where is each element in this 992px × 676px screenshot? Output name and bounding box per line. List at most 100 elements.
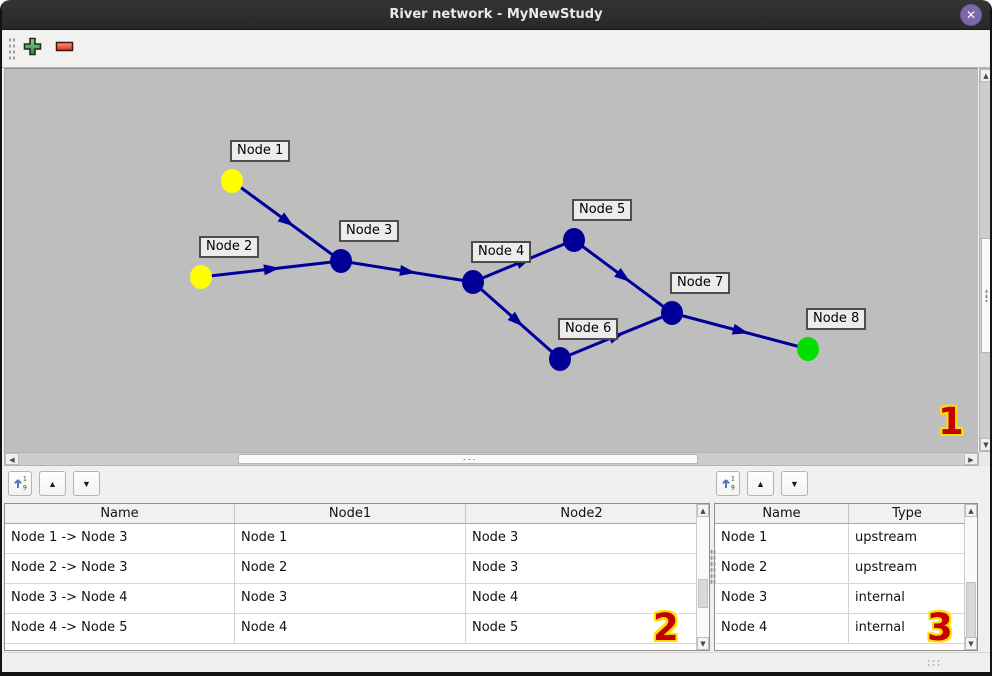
table-scroll-thumb[interactable]: [698, 579, 708, 608]
node-circle[interactable]: [797, 337, 819, 361]
column-header[interactable]: Node2: [466, 504, 698, 523]
node-label[interactable]: Node 1: [230, 140, 291, 162]
scroll-down-icon[interactable]: ▼: [965, 637, 977, 650]
node-circle[interactable]: [661, 301, 683, 325]
table-cell[interactable]: Node 4 -> Node 5: [5, 614, 235, 643]
minus-icon: [55, 37, 74, 59]
edges-table-scrollbar[interactable]: ▲ ▼: [696, 504, 709, 650]
scroll-up-icon[interactable]: ▲: [980, 69, 990, 82]
table-scroll-thumb[interactable]: [966, 582, 976, 641]
node-label[interactable]: Node 4: [471, 241, 532, 263]
thumb-grip-icon: [984, 289, 988, 302]
column-header[interactable]: Type: [849, 504, 966, 523]
up-arrow-icon: ▲: [48, 478, 57, 489]
edge-arrowhead-icon: [614, 267, 631, 282]
move-up-button[interactable]: ▲: [39, 471, 66, 496]
sort-button[interactable]: 1 9: [8, 471, 32, 496]
nodes-table-scrollbar[interactable]: ▲ ▼: [964, 504, 977, 650]
add-node-button[interactable]: [20, 36, 44, 60]
node-circle[interactable]: [330, 249, 352, 273]
down-arrow-icon: ▼: [82, 478, 91, 489]
close-button[interactable]: ✕: [960, 4, 982, 26]
remove-node-button[interactable]: [52, 36, 76, 60]
table-cell[interactable]: Node 3: [466, 554, 698, 583]
move-up-button[interactable]: ▲: [747, 471, 774, 496]
scroll-up-icon[interactable]: ▲: [697, 504, 709, 517]
table-cell[interactable]: Node 3: [466, 524, 698, 553]
toolbar-drag-handle[interactable]: [8, 37, 15, 62]
svg-text:1: 1: [23, 476, 27, 483]
canvas-horizontal-scrollbar[interactable]: ◀ ▶: [4, 452, 979, 466]
annotation-3: 3: [927, 606, 953, 649]
table-cell[interactable]: Node 3: [715, 584, 849, 613]
node-label[interactable]: Node 2: [199, 236, 260, 258]
table-cell[interactable]: Node 3: [235, 584, 466, 613]
table-cell[interactable]: Node 1: [235, 524, 466, 553]
move-down-button[interactable]: ▼: [73, 471, 100, 496]
edge-arrowhead-icon: [277, 212, 294, 227]
node-label[interactable]: Node 3: [339, 220, 400, 242]
svg-text:9: 9: [23, 485, 27, 491]
node-circle[interactable]: [462, 270, 484, 294]
canvas-vertical-scrollbar[interactable]: ▲ ▼: [979, 68, 990, 452]
scroll-up-icon[interactable]: ▲: [965, 504, 977, 517]
node-circle[interactable]: [221, 169, 243, 193]
node-label[interactable]: Node 5: [572, 199, 633, 221]
column-header[interactable]: Name: [715, 504, 849, 523]
node-label[interactable]: Node 6: [558, 318, 619, 340]
annotation-1: 1: [938, 400, 964, 443]
table-cell[interactable]: upstream: [849, 524, 966, 553]
edge-arrowhead-icon: [399, 264, 416, 276]
table-cell[interactable]: Node 4: [235, 614, 466, 643]
scroll-left-icon[interactable]: ◀: [5, 453, 19, 465]
edge-arrowhead-icon: [263, 264, 280, 276]
sort-button[interactable]: 1 9: [716, 471, 740, 496]
toolbar: [2, 30, 990, 68]
node-circle[interactable]: [549, 347, 571, 371]
table-cell[interactable]: Node 3 -> Node 4: [5, 584, 235, 613]
river-network-canvas[interactable]: Node 1 Node 2 Node 3 Node 4 Node 5 Node 6 Node…: [4, 68, 978, 452]
window-title: River network - MyNewStudy: [389, 7, 603, 22]
plus-icon: [23, 37, 42, 59]
node-label[interactable]: Node 8: [806, 308, 867, 330]
down-arrow-icon: ▼: [790, 478, 799, 489]
scroll-right-icon[interactable]: ▶: [964, 453, 978, 465]
table-cell[interactable]: Node 1 -> Node 3: [5, 524, 235, 553]
vertical-scroll-thumb[interactable]: [981, 238, 990, 353]
edge-arrowhead-icon: [731, 323, 749, 335]
table-cell[interactable]: Node 2: [235, 554, 466, 583]
titlebar[interactable]: River network - MyNewStudy ✕: [2, 0, 990, 30]
table-cell[interactable]: upstream: [849, 554, 966, 583]
sort-ascending-icon: 1 9: [721, 475, 736, 492]
move-down-button[interactable]: ▼: [781, 471, 808, 496]
node-circle[interactable]: [190, 265, 212, 289]
up-arrow-icon: ▲: [756, 478, 765, 489]
table-cell[interactable]: Node 2: [715, 554, 849, 583]
node-label[interactable]: Node 7: [670, 272, 731, 294]
column-header[interactable]: Name: [5, 504, 235, 523]
scroll-down-icon[interactable]: ▼: [697, 637, 709, 650]
resize-grip-icon[interactable]: [926, 659, 940, 667]
statusbar: [2, 652, 990, 672]
horizontal-scroll-thumb[interactable]: [238, 454, 698, 464]
canvas-frame: Node 1 Node 2 Node 3 Node 4 Node 5 Node 6 Node…: [2, 68, 990, 466]
node-circle[interactable]: [563, 228, 585, 252]
thumb-grip-icon: [461, 457, 475, 461]
table-cell[interactable]: Node 2 -> Node 3: [5, 554, 235, 583]
scroll-down-icon[interactable]: ▼: [980, 438, 990, 451]
column-header[interactable]: Node1: [235, 504, 466, 523]
table-cell[interactable]: Node 4: [715, 614, 849, 643]
panel-drag-handle[interactable]: [710, 549, 716, 585]
table-cell[interactable]: Node 1: [715, 524, 849, 553]
